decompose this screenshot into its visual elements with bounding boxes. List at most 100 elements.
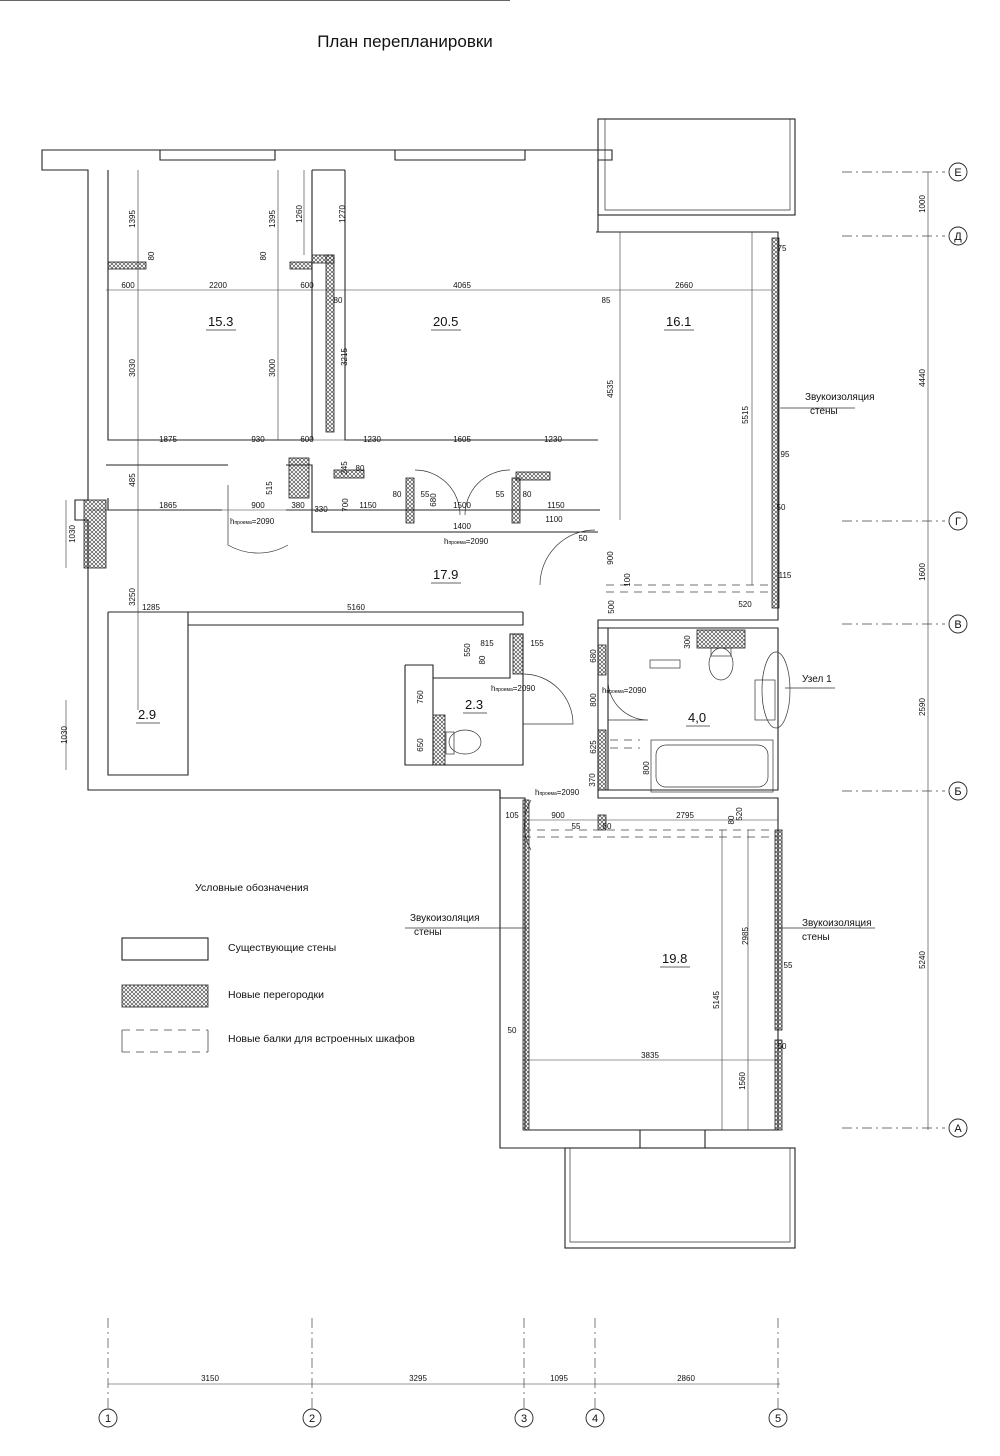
dimension-label: 330 bbox=[314, 505, 328, 514]
dimension-label: 50 bbox=[579, 534, 588, 543]
dimension-label: 80 bbox=[393, 490, 402, 499]
dimension-label: 680 bbox=[589, 649, 598, 663]
dimension-label: 1600 bbox=[918, 563, 927, 581]
axis-marker-circle bbox=[98, 1408, 118, 1428]
dimension-label: 1605 bbox=[453, 435, 471, 444]
balcony-bottom bbox=[564, 1147, 796, 1249]
legend-item: Новые балки для встроенных шкафов bbox=[228, 1033, 415, 1045]
soundproof-note: стены bbox=[802, 932, 830, 943]
dimension-label: 2590 bbox=[918, 698, 927, 716]
room-area: 19.8 bbox=[662, 951, 687, 966]
room-area: 20.5 bbox=[433, 314, 458, 329]
dimension-label: 600 bbox=[300, 435, 314, 444]
dimension-label: 680 bbox=[429, 493, 438, 507]
dimension-label: 1030 bbox=[60, 726, 69, 744]
axis-marker-circle bbox=[948, 162, 968, 182]
legend-swatch-new bbox=[121, 984, 209, 1008]
dimension-label: 5240 bbox=[918, 951, 927, 969]
dimension-label: 520 bbox=[738, 600, 752, 609]
dimension-label: 520 bbox=[735, 807, 744, 821]
dimension-label: 625 bbox=[589, 740, 598, 754]
soundproof-note: Звукоизоляция bbox=[802, 918, 872, 929]
dimension-label: 1875 bbox=[159, 435, 177, 444]
axis-marker-circle bbox=[514, 1408, 534, 1428]
dimension-label: 2860 bbox=[677, 1374, 695, 1383]
axes-horizontal bbox=[842, 171, 945, 1129]
dimension-label: 1000 bbox=[918, 195, 927, 213]
fixtures bbox=[445, 647, 791, 793]
dimension-label: 3215 bbox=[340, 348, 349, 366]
dimension-label: 1270 bbox=[338, 205, 347, 223]
dimension-label: 485 bbox=[128, 473, 137, 487]
dimension-label: 760 bbox=[416, 690, 425, 704]
axis-marker-label: Г bbox=[955, 516, 961, 528]
soundproof-note: Звукоизоляция bbox=[805, 392, 875, 403]
axis-marker-label: А bbox=[954, 1123, 962, 1135]
room-area: 2.3 bbox=[465, 697, 483, 712]
axis-marker-circle bbox=[948, 226, 968, 246]
dimension-label: 95 bbox=[781, 450, 790, 459]
dimension-label: 1400 bbox=[453, 522, 471, 531]
doors bbox=[227, 469, 649, 851]
node-note: Узел 1 bbox=[802, 674, 832, 685]
dimension-label: 245 bbox=[340, 461, 349, 475]
dimension-label: 80 bbox=[523, 490, 532, 499]
dimension-label: 900 bbox=[606, 551, 615, 565]
dimension-label: 55 bbox=[496, 490, 505, 499]
dimension-label: 500 bbox=[607, 600, 616, 614]
axis-marker-circle bbox=[948, 614, 968, 634]
dimension-label: 600 bbox=[300, 281, 314, 290]
dimension-label: 3000 bbox=[268, 359, 277, 377]
dimension-label: 100 bbox=[623, 573, 632, 587]
dimension-label: 85 bbox=[602, 296, 611, 305]
axis-marker-label: 5 bbox=[775, 1413, 781, 1425]
dimension-label: 3295 bbox=[409, 1374, 427, 1383]
dimension-label: 80 bbox=[727, 815, 736, 824]
dimension-label: 550 bbox=[463, 643, 472, 657]
dimension-label: 75 bbox=[778, 244, 787, 253]
dimension-label: 4065 bbox=[453, 281, 471, 290]
room-area: 2.9 bbox=[138, 707, 156, 722]
dimension-label: 3250 bbox=[128, 588, 137, 606]
dimension-label: 3150 bbox=[201, 1374, 219, 1383]
dimension-label: 80 bbox=[147, 251, 156, 260]
dimension-label: 50 bbox=[508, 1026, 517, 1035]
room-area: 16.1 bbox=[666, 314, 691, 329]
svg-text:hпроема=2090: hпроема=2090 bbox=[491, 684, 536, 693]
room-area: 4,0 bbox=[688, 710, 706, 725]
dimension-label: 380 bbox=[291, 501, 305, 510]
dimension-label: 1395 bbox=[128, 210, 137, 228]
dimension-label: 700 bbox=[341, 498, 350, 512]
dimension-label: 1865 bbox=[159, 501, 177, 510]
dimension-label: 930 bbox=[251, 435, 265, 444]
dimension-label: 115 bbox=[779, 571, 792, 580]
svg-text:hпроема=2090: hпроема=2090 bbox=[444, 537, 489, 546]
dimension-label: 3835 bbox=[641, 1051, 659, 1060]
svg-text:hпроема=2090: hпроема=2090 bbox=[230, 517, 275, 526]
dimension-label: 815 bbox=[480, 639, 494, 648]
dimension-label: 50 bbox=[777, 503, 786, 512]
dimension-label: 155 bbox=[530, 639, 544, 648]
legend: Условные обозначения Существующие стены … bbox=[195, 882, 415, 1045]
dimension-label: 800 bbox=[589, 693, 598, 707]
legend-item: Существующие стены bbox=[228, 942, 336, 954]
svg-text:hпроема=2090: hпроема=2090 bbox=[535, 788, 580, 797]
legend-swatch-beam bbox=[121, 1029, 209, 1053]
dimension-label: 1100 bbox=[545, 515, 563, 524]
dimension-label: 105 bbox=[505, 811, 519, 820]
room-area: 17.9 bbox=[433, 567, 458, 582]
dimension-label: 1560 bbox=[738, 1072, 747, 1090]
dimension-label: 1095 bbox=[550, 1374, 568, 1383]
dimension-label: 4535 bbox=[606, 380, 615, 398]
axis-marker-label: 3 bbox=[521, 1413, 527, 1425]
dimension-label: 80 bbox=[334, 296, 343, 305]
legend-title: Условные обозначения bbox=[195, 882, 308, 894]
dimension-label: 80 bbox=[259, 251, 268, 260]
new-partitions bbox=[83, 237, 783, 1131]
dimension-label: 2985 bbox=[741, 927, 750, 945]
door-height-notes: hпроема=2090 hпроема=2090 hпроема=2090 h… bbox=[230, 517, 647, 797]
balcony-top bbox=[597, 118, 796, 216]
axis-marker-circle bbox=[948, 511, 968, 531]
